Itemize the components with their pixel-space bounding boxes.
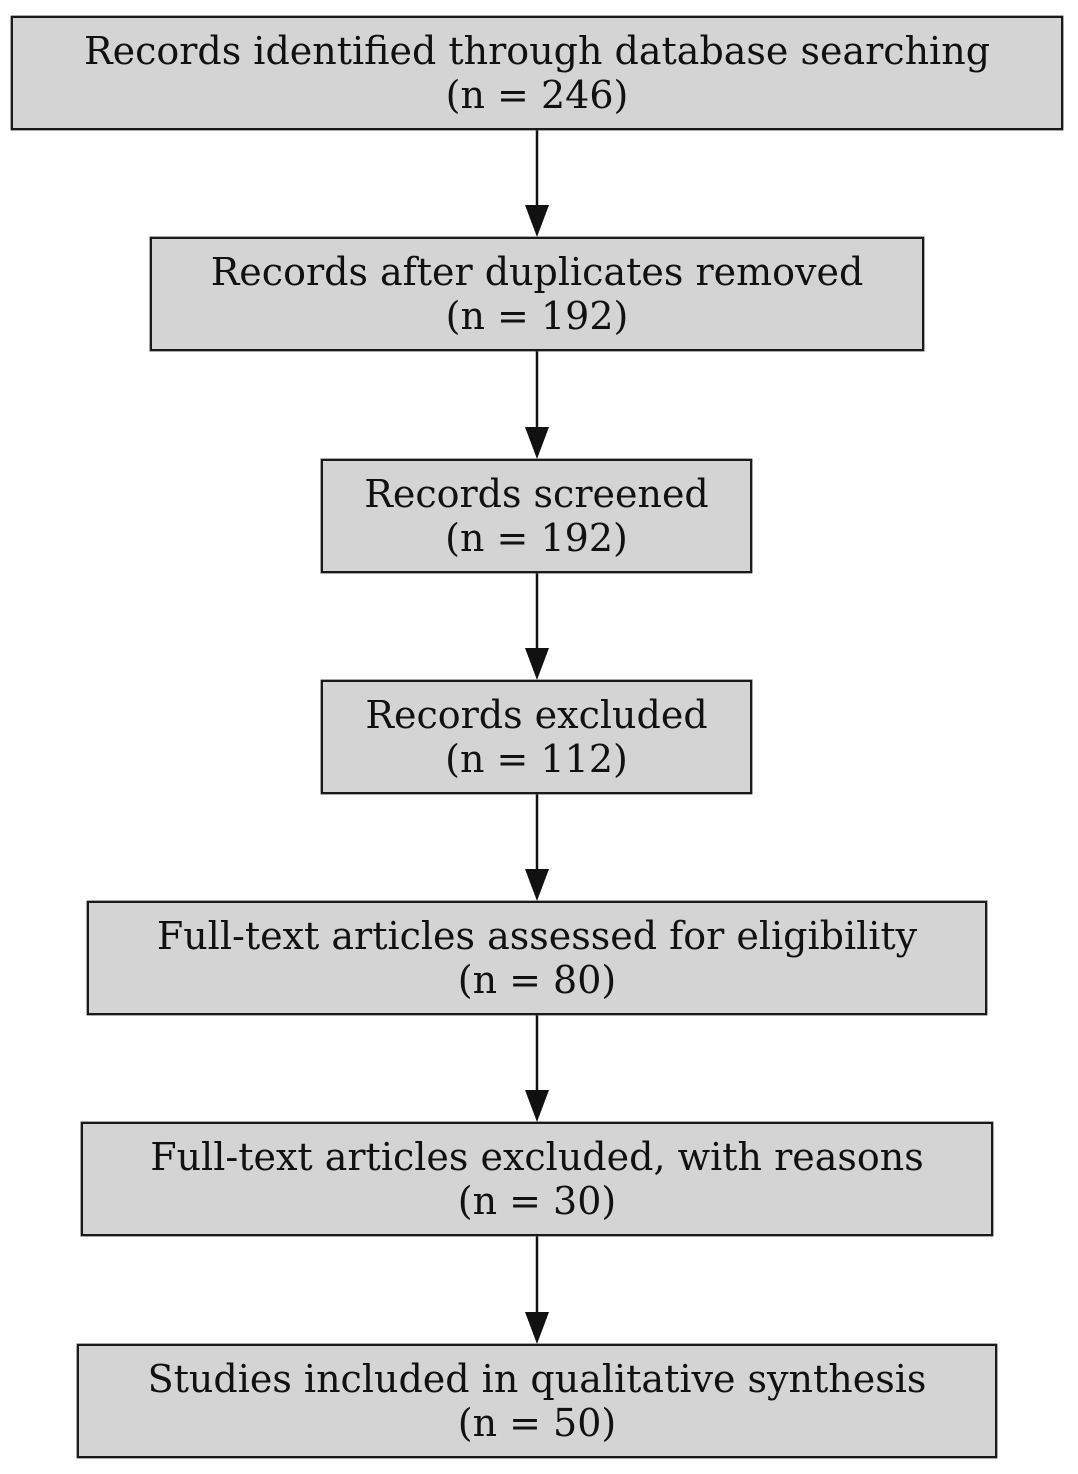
step-full-text-assessed: Full-text articles assessed for eligibil…	[87, 901, 987, 1015]
flow-arrow	[525, 1236, 549, 1344]
step-full-text-assessed-count: (n = 80)	[457, 958, 617, 1002]
step-duplicates-removed-label: Records after duplicates removed	[210, 250, 864, 294]
flow-arrow-head	[525, 205, 549, 237]
step-studies-included-label: Studies included in qualitative synthesi…	[147, 1357, 927, 1401]
step-records-identified: Records identified through database sear…	[11, 16, 1063, 130]
flow-arrow	[525, 794, 549, 901]
flow-arrow-head	[525, 427, 549, 459]
step-full-text-excluded-label: Full-text articles excluded, with reason…	[150, 1135, 924, 1179]
step-studies-included: Studies included in qualitative synthesi…	[77, 1344, 997, 1458]
step-records-identified-label: Records identified through database sear…	[83, 29, 991, 73]
flow-arrow-head	[525, 1090, 549, 1122]
flow-arrow-head	[525, 869, 549, 901]
step-studies-included-count: (n = 50)	[457, 1401, 617, 1445]
step-records-screened-count: (n = 192)	[445, 516, 628, 560]
step-records-screened-label: Records screened	[364, 472, 709, 516]
flow-arrow	[525, 573, 549, 680]
step-records-identified-count: (n = 246)	[445, 73, 629, 117]
step-duplicates-removed-count: (n = 192)	[445, 294, 629, 338]
flow-arrow-head	[525, 648, 549, 680]
flow-arrow	[525, 130, 549, 237]
step-full-text-excluded: Full-text articles excluded, with reason…	[81, 1122, 993, 1236]
step-records-excluded-count: (n = 112)	[445, 737, 628, 781]
step-duplicates-removed: Records after duplicates removed (n = 19…	[150, 237, 924, 351]
step-full-text-assessed-label: Full-text articles assessed for eligibil…	[156, 914, 918, 958]
step-full-text-excluded-count: (n = 30)	[457, 1179, 617, 1223]
flow-arrow	[525, 1015, 549, 1122]
step-records-excluded: Records excluded (n = 112)	[321, 680, 752, 794]
flow-arrow-head	[525, 1312, 549, 1344]
flow-arrow	[525, 351, 549, 459]
step-records-screened: Records screened (n = 192)	[321, 459, 752, 573]
step-records-excluded-label: Records excluded	[365, 693, 708, 737]
